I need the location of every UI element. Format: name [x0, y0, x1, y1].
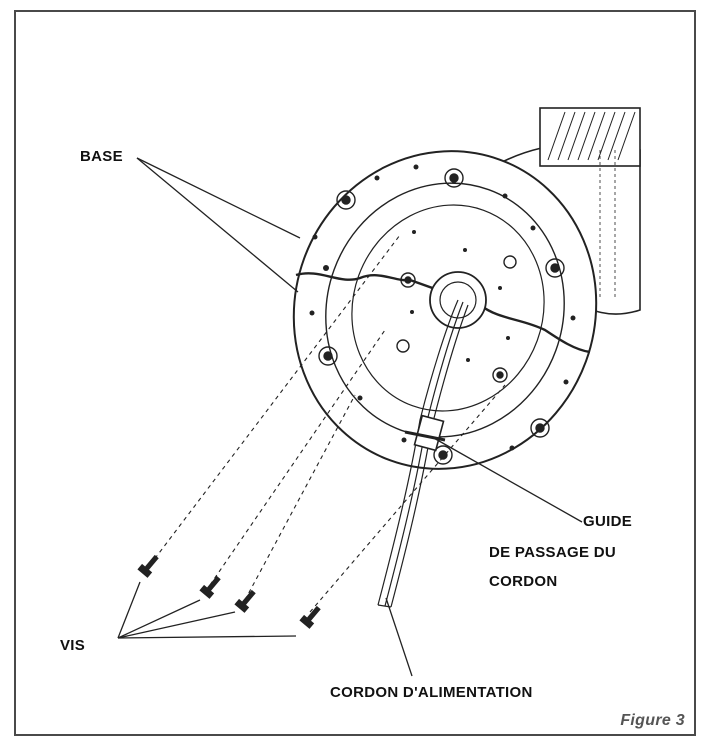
guide-label-line1: GUIDE [583, 513, 633, 530]
vis-label: VIS [60, 637, 86, 654]
figure-caption: Figure 3 [620, 712, 685, 729]
guide-label-line2: DE PASSAGE DU [489, 544, 616, 561]
screws [137, 554, 321, 629]
small-screw-holes [309, 164, 576, 451]
base-disc [292, 150, 598, 470]
leader-lines [117, 157, 583, 677]
screw-paths [149, 234, 506, 613]
base-label: BASE [80, 148, 123, 165]
cord-guide [404, 414, 446, 452]
cordon-label: CORDON D'ALIMENTATION [330, 684, 533, 701]
guide-label-line3: CORDON [489, 573, 558, 590]
mounting-holes [318, 168, 565, 465]
